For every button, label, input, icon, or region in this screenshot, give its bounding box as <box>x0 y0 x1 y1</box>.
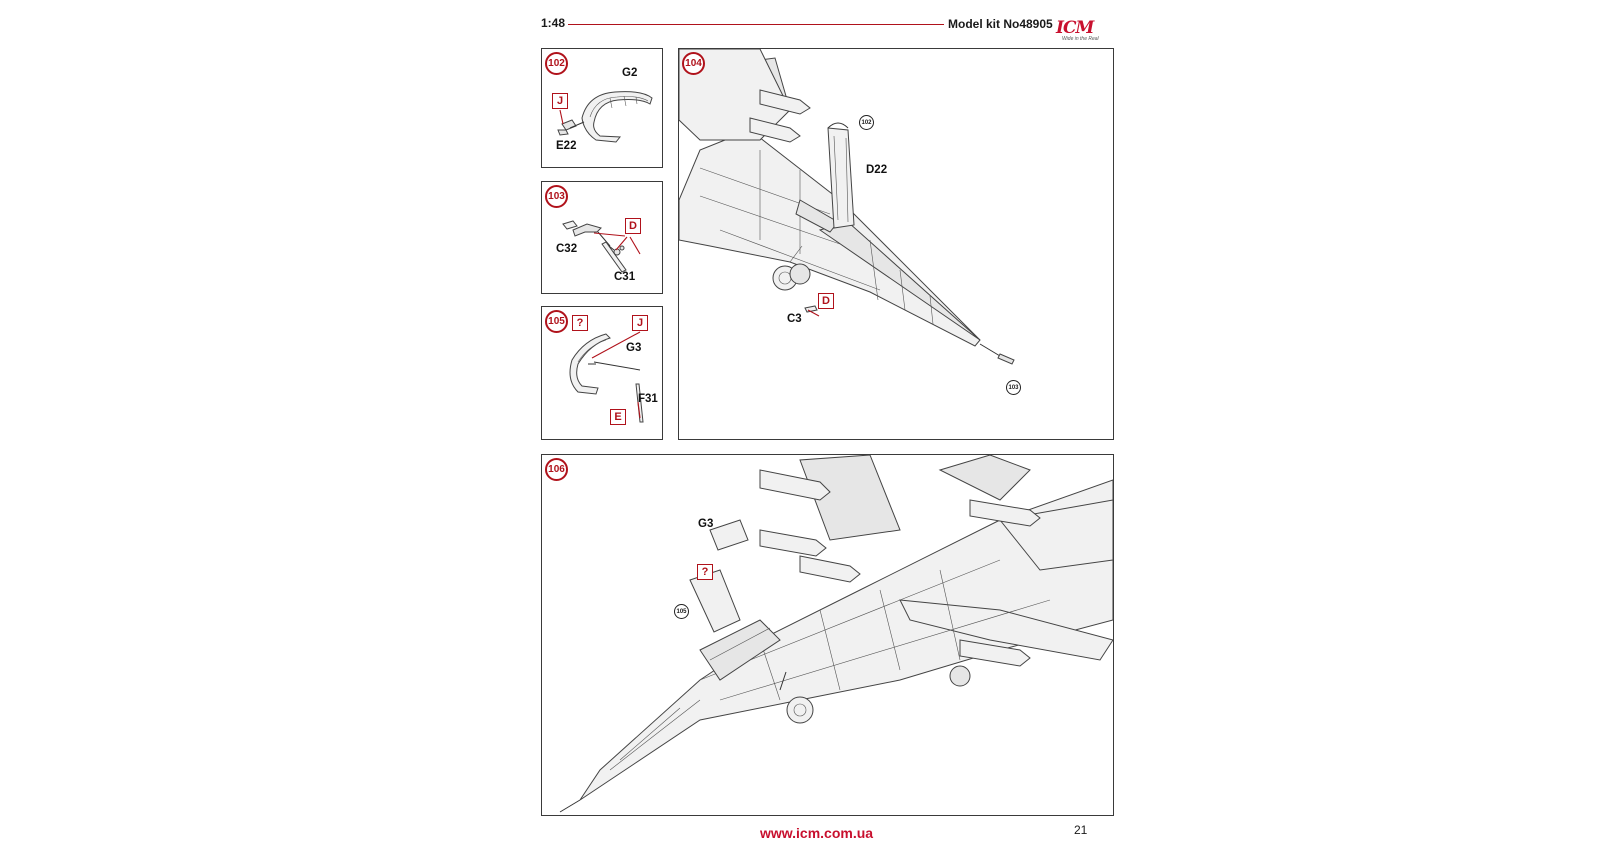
part-f31-label: F31 <box>638 393 658 405</box>
step-105-drawing <box>569 331 644 423</box>
part-e22-label: E22 <box>556 140 577 152</box>
color-unknown-callout: ? <box>572 315 588 331</box>
part-c32-label: C32 <box>556 243 578 255</box>
color-j-callout: J <box>552 93 568 109</box>
ref-step-105-badge: 105 <box>674 604 689 619</box>
part-g3-label: G3 <box>626 342 642 354</box>
color-d-callout: D <box>625 218 641 234</box>
part-c3-label: C3 <box>787 313 802 325</box>
color-d-callout: D <box>818 293 834 309</box>
scale-label: 1:48 <box>541 16 566 30</box>
color-e-callout: E <box>610 409 626 425</box>
step-103-number: 103 <box>545 185 568 208</box>
color-unknown-callout: ? <box>697 564 713 580</box>
logo-slogan: Wide in the Real <box>1062 36 1099 42</box>
kit-number: Model kit No48905 <box>948 17 1053 31</box>
page-number: 21 <box>1074 823 1088 837</box>
step-105-number: 105 <box>545 310 568 333</box>
step-103-drawing <box>562 220 641 273</box>
footer-url: www.icm.com.ua <box>760 825 874 841</box>
step-106-number: 106 <box>545 458 568 481</box>
ref-step-102-badge: 102 <box>859 115 874 130</box>
header-rule <box>568 24 944 25</box>
part-c31-label: C31 <box>614 271 636 283</box>
part-d22-label: D22 <box>866 164 888 176</box>
step-104-aircraft <box>679 49 1015 365</box>
logo-mark: ICM <box>1056 18 1094 38</box>
color-j-callout: J <box>632 315 648 331</box>
step-102-drawing <box>557 91 653 143</box>
step-102-number: 102 <box>545 52 568 75</box>
ref-step-103-badge: 103 <box>1006 380 1021 395</box>
step-106-aircraft <box>559 455 1113 813</box>
part-g3-label: G3 <box>698 518 714 530</box>
icm-logo: ICM Wide in the Real <box>1056 18 1104 42</box>
step-104-number: 104 <box>682 52 705 75</box>
part-g2-label: G2 <box>622 67 638 79</box>
